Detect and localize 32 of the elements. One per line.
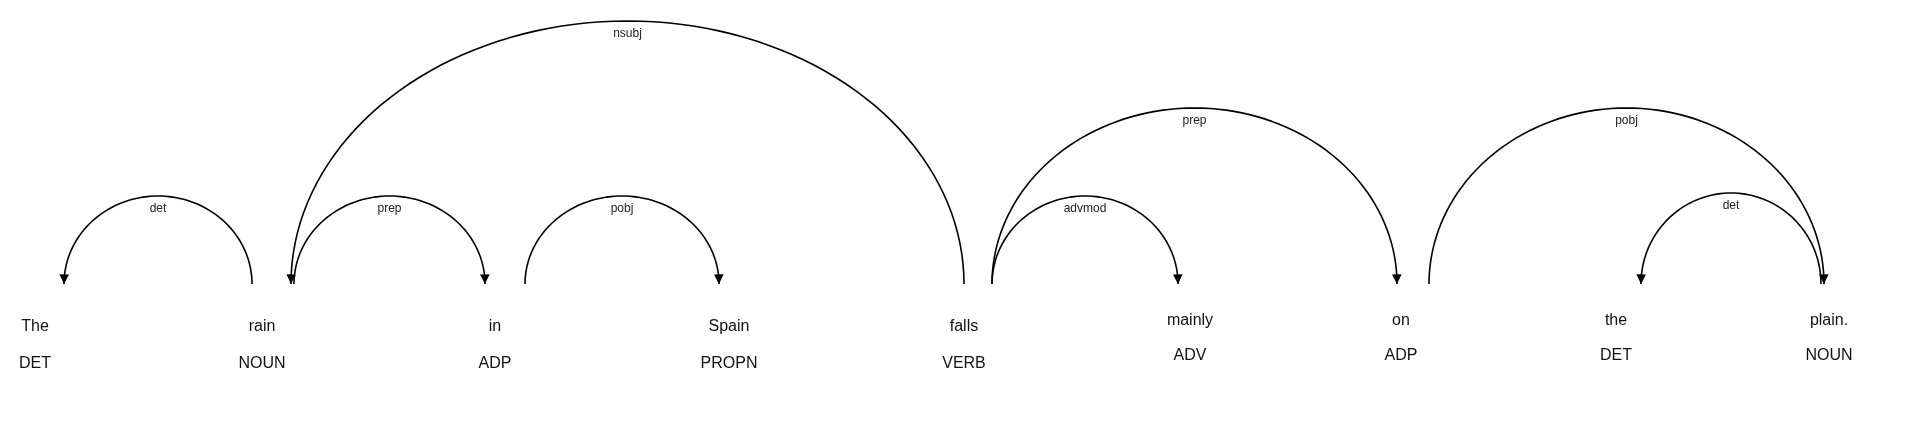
word-text: mainly <box>1165 311 1215 329</box>
edge-label: det <box>147 201 169 215</box>
dependency-arc <box>1428 107 1829 285</box>
dependency-arc <box>286 20 965 285</box>
word-text: The <box>20 317 50 335</box>
pos-tag: NOUN <box>1774 346 1884 364</box>
word-text: on <box>1391 311 1411 329</box>
pos-tag: ADP <box>440 354 550 372</box>
pos-tag: DET <box>1561 346 1671 364</box>
pos-tag: VERB <box>909 354 1019 372</box>
dependency-arc <box>991 107 1402 285</box>
pos-tag: DET <box>3 354 67 372</box>
edge-label: det <box>1720 198 1742 212</box>
dependency-arc <box>293 195 490 285</box>
pos-tag: ADP <box>1346 346 1456 364</box>
dependency-arc <box>991 195 1183 285</box>
word-text: plain. <box>1808 311 1850 329</box>
pos-tag: NOUN <box>207 354 317 372</box>
dependency-arc <box>1636 192 1822 285</box>
word-text: falls <box>948 317 980 335</box>
edge-label: advmod <box>1061 201 1109 215</box>
edge-label: nsubj <box>611 26 644 40</box>
edge-label: pobj <box>608 201 636 215</box>
word-text: the <box>1603 311 1629 329</box>
pos-tag: PROPN <box>674 354 784 372</box>
pos-tag: ADV <box>1135 346 1245 364</box>
edge-label: pobj <box>1613 113 1640 127</box>
word-text: in <box>487 317 503 335</box>
word-text: rain <box>247 317 277 335</box>
dependency-arc <box>59 195 253 285</box>
word-text: Spain <box>707 317 751 335</box>
dependency-arc <box>524 195 724 285</box>
